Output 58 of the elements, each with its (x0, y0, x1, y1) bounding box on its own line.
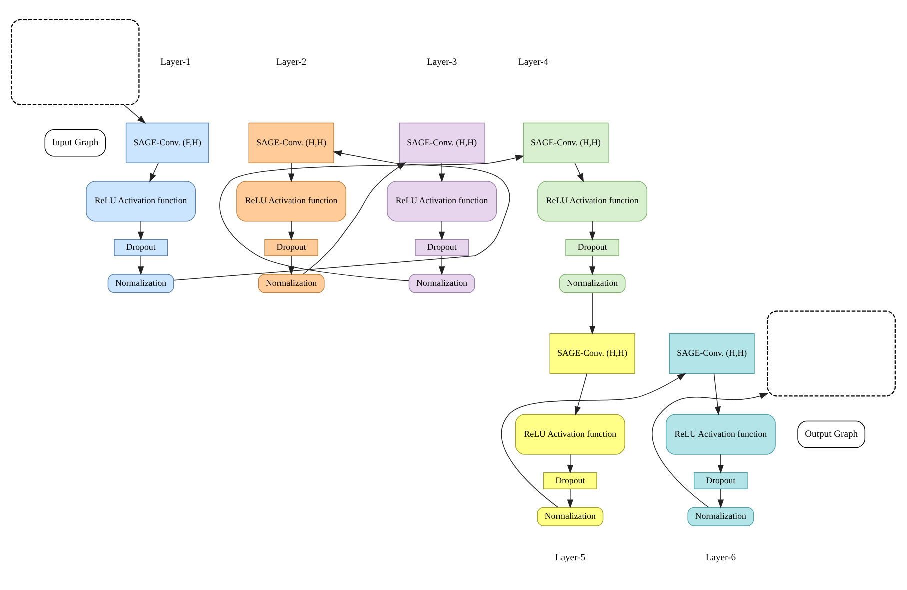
label: Layer-3 (427, 56, 458, 68)
arrow (150, 162, 159, 182)
node-box: ReLU Activation function (387, 180, 498, 222)
node-box: Normalization (258, 274, 325, 293)
arrow (589, 255, 596, 276)
arrow (574, 162, 584, 182)
arrow (438, 220, 446, 240)
label: Layer-2 (276, 56, 307, 68)
label: Layer-1 (160, 56, 191, 68)
node-box: ReLU Activation function (86, 180, 196, 222)
node-box (767, 310, 896, 396)
node-box: ReLU Activation function (538, 180, 648, 222)
node-box: ReLU Activation function (515, 414, 626, 454)
node-box: SAGE-Conv. (H,H) (550, 333, 636, 374)
arrow (718, 454, 724, 474)
arrow (714, 372, 721, 416)
node-box: Normalization (537, 506, 604, 526)
node-box: Normalization (408, 274, 476, 293)
node-box: Normalization (688, 506, 754, 526)
label: Layer-5 (555, 552, 586, 563)
node-box: Dropout (264, 238, 318, 256)
label: Layer-6 (706, 552, 736, 563)
arrow (438, 255, 446, 276)
arrow (589, 220, 596, 240)
arrow (718, 488, 724, 508)
node-box: Normalization (559, 274, 626, 293)
arrow (567, 454, 574, 474)
arrow (438, 162, 446, 182)
arrow (652, 392, 769, 508)
arrow (288, 220, 295, 240)
node-box: SAGE-Conv. (F,H) (126, 122, 210, 163)
node-box: SAGE-Conv. (H,H) (248, 122, 334, 163)
node-box: SAGE-Conv. (H,H) (669, 333, 755, 374)
node-box: SAGE-Conv. (H,H) (399, 122, 485, 163)
node-box: ReLU Activation function (236, 180, 347, 222)
node-box: Dropout (544, 472, 598, 490)
arrow (589, 292, 596, 334)
node-box: Dropout (566, 238, 620, 256)
arrow (288, 255, 295, 276)
node-box: Output Graph (798, 420, 866, 448)
node-box: Dropout (694, 472, 748, 490)
label: Layer-4 (518, 56, 549, 68)
node-box: SAGE-Conv. (H,H) (523, 122, 609, 163)
node-box: Dropout (415, 238, 469, 256)
arrow (288, 162, 295, 182)
arrow (574, 372, 588, 416)
arrow (567, 488, 574, 508)
arrow (220, 154, 525, 281)
arrow (124, 104, 146, 124)
arrow (138, 255, 144, 276)
arrow (138, 220, 144, 240)
node-box: Input Graph (44, 129, 106, 156)
arrow (501, 372, 686, 508)
node-box: Dropout (114, 238, 168, 256)
node-box (11, 18, 140, 105)
node-box: Normalization (108, 274, 174, 293)
node-box: ReLU Activation function (666, 414, 776, 454)
arrow (174, 150, 510, 280)
